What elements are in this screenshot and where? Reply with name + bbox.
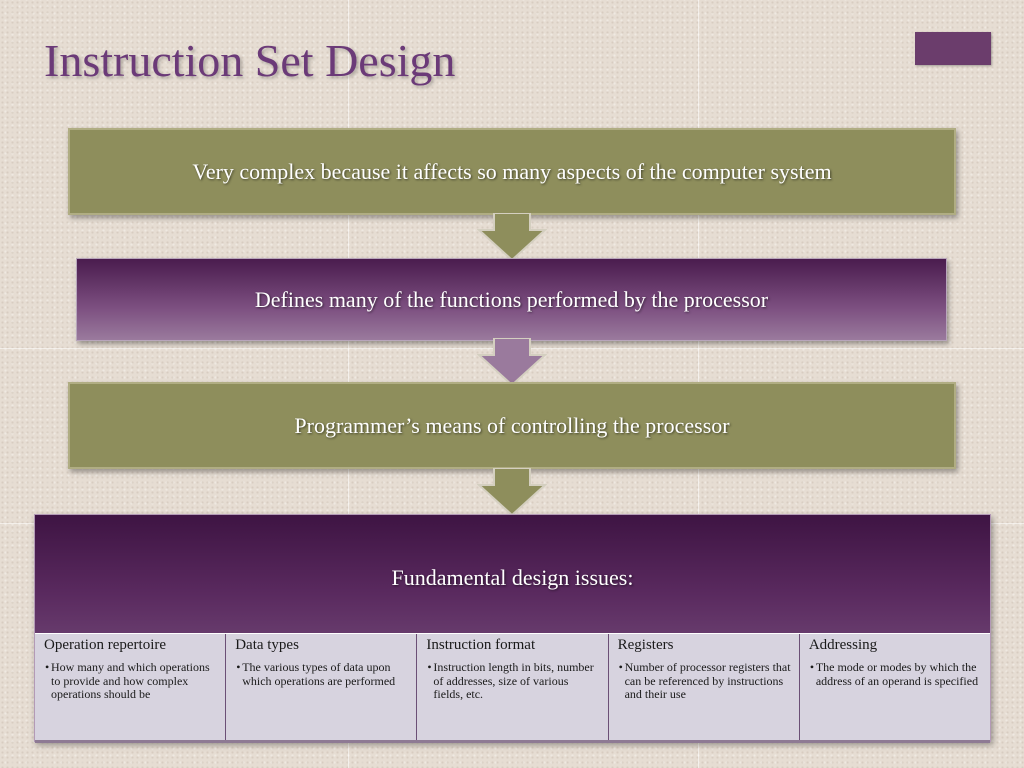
stage-functions-text: Defines many of the functions performed …: [254, 286, 769, 312]
issue-heading: Data types: [235, 637, 299, 653]
stage-complexity: Very complex because it affects so many …: [68, 128, 956, 215]
down-arrow-icon: [477, 468, 547, 516]
stage-complexity-text: Very complex because it affects so many …: [192, 158, 832, 184]
issue-detail-text: How many and which operations to provide…: [51, 660, 210, 701]
corner-decoration: [915, 32, 991, 65]
issue-detail: •The various types of data upon which op…: [235, 660, 408, 688]
issue-operation-repertoire: Operation repertoire •How many and which…: [35, 634, 227, 740]
issue-detail: •The mode or modes by which the address …: [809, 660, 982, 688]
bullet-icon: •: [236, 660, 241, 674]
design-issues-panel: Fundamental design issues: Operation rep…: [34, 514, 991, 743]
issue-heading: Operation repertoire: [44, 637, 167, 653]
issue-detail-text: The mode or modes by which the address o…: [815, 660, 979, 688]
issue-instruction-format: Instruction format •Instruction length i…: [417, 634, 609, 740]
panel-title: Fundamental design issues:: [391, 565, 634, 590]
issue-detail-text: Number of processor registers that can b…: [624, 660, 791, 701]
issue-data-types: Data types •The various types of data up…: [226, 634, 418, 740]
down-arrow-icon: [477, 338, 547, 386]
stage-programmer-text: Programmer’s means of controlling the pr…: [294, 412, 730, 438]
bullet-icon: •: [618, 660, 623, 674]
stage-functions: Defines many of the functions performed …: [76, 258, 947, 341]
bullet-icon: •: [427, 660, 432, 674]
issue-addressing: Addressing •The mode or modes by which t…: [799, 634, 991, 740]
stage-programmer: Programmer’s means of controlling the pr…: [68, 382, 956, 469]
slide-title: Instruction Set Design: [44, 35, 456, 86]
down-arrow-icon: [477, 213, 547, 261]
bullet-icon: •: [809, 660, 815, 674]
issue-detail: •Number of processor registers that can …: [618, 660, 791, 702]
issue-heading: Instruction format: [426, 637, 536, 653]
bullet-icon: •: [45, 660, 50, 674]
issue-detail: •How many and which operations to provid…: [44, 660, 217, 702]
issue-detail-text: The various types of data upon which ope…: [242, 660, 396, 688]
issue-registers: Registers •Number of processor registers…: [608, 634, 800, 740]
issue-detail-text: Instruction length in bits, number of ad…: [433, 660, 594, 701]
issues-row: Operation repertoire •How many and which…: [35, 633, 991, 743]
issue-heading: Registers: [617, 637, 674, 653]
issue-heading: Addressing: [808, 637, 878, 653]
issue-detail: •Instruction length in bits, number of a…: [426, 660, 599, 702]
